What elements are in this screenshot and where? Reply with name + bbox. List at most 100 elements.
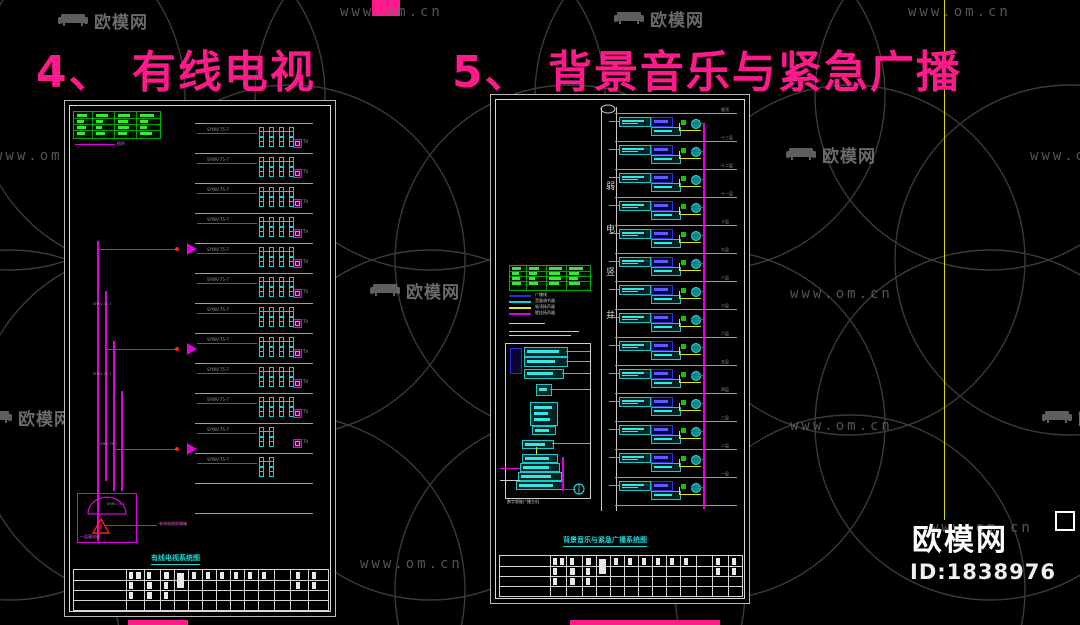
sofa-icon xyxy=(370,280,400,301)
branch-line xyxy=(197,163,257,164)
feeder-line xyxy=(105,349,177,350)
cable-label: SYWV-75-7 xyxy=(207,277,229,282)
cable-label: SYWV-75-7 xyxy=(207,337,229,342)
pink-bar-top-left xyxy=(372,0,400,16)
floor-label: 六层 xyxy=(721,331,729,336)
sofa-icon xyxy=(614,8,644,29)
drawing-caption: 有线电视系统图 xyxy=(151,553,200,565)
branch-line xyxy=(197,373,257,374)
square-marker-icon xyxy=(1055,511,1075,531)
floor-tag-label: TV xyxy=(303,409,309,414)
floor-label: 四层 xyxy=(721,387,729,392)
brand-logo-text: 欧模网 xyxy=(912,523,1008,558)
branch-line xyxy=(197,133,257,134)
sofa-icon xyxy=(1042,407,1072,428)
splitter-symbol xyxy=(187,243,197,255)
feeder-line xyxy=(97,249,177,250)
watermark-brand: 欧模网 xyxy=(786,142,876,167)
watermark-url: www.om.cn xyxy=(790,418,893,434)
branch-line xyxy=(197,313,257,314)
pink-bar-bottom-right xyxy=(570,620,720,625)
watermark-url: www.om.cn xyxy=(340,4,443,20)
cable-tv-sheet: TV TV TV TV TV TV TV TV TV TV TV xyxy=(64,100,336,617)
riser-trunk-branch xyxy=(105,291,107,481)
watermark-brand-text: 欧模网 xyxy=(18,410,72,430)
floor-tag-label: TV xyxy=(303,139,309,144)
watermark-url: www.om.cn xyxy=(790,286,893,302)
cable-label: SYWV-75-7 xyxy=(207,307,229,312)
branch-line xyxy=(197,343,257,344)
watermark-brand-text: 欧模网 xyxy=(1078,405,1080,430)
sofa-icon xyxy=(0,407,12,428)
watermark-brand: 欧模网 xyxy=(1042,405,1080,430)
cable-label: SYWV-75-7 xyxy=(207,367,229,372)
sofa-icon xyxy=(786,144,816,165)
floor-tag-label: TV xyxy=(303,379,309,384)
branch-line xyxy=(197,403,257,404)
branch-line xyxy=(197,283,257,284)
legend-table xyxy=(509,265,591,291)
head-end-label: 有线电视前端箱 xyxy=(159,521,187,526)
floor-tag-label: TV xyxy=(303,259,309,264)
legend-arrow-line xyxy=(75,144,115,145)
floor-label: 九层 xyxy=(721,247,729,252)
junction-dot xyxy=(175,447,179,451)
cable-label: SYWV-75-7 xyxy=(207,157,229,162)
junction-dot xyxy=(175,247,179,251)
floor-label: 一层 xyxy=(721,471,729,476)
cable-label: SYWV-75-7 xyxy=(207,127,229,132)
cable-label: SYWV-75-7 xyxy=(207,187,229,192)
junction-dot xyxy=(175,347,179,351)
broadcast-sheet: 弱电竖井 屋顶 十三层 十二层 十一层 十层 九层 八层 xyxy=(490,94,750,604)
shaft-label: 弱电竖井 xyxy=(604,181,614,353)
page-title-broadcast: 5、 背景音乐与紧急广播 xyxy=(452,47,962,98)
head-end-leader xyxy=(105,525,157,526)
cable-label: SYWV-75-7 xyxy=(207,247,229,252)
legend-note: 图例 xyxy=(117,141,125,146)
watermark-brand: 欧模网 xyxy=(0,405,72,430)
riser-trunk-branch xyxy=(121,391,123,491)
floor-label: 五层 xyxy=(721,359,729,364)
branch-line xyxy=(197,433,257,434)
legend-entry-label: 壁挂扬声器 xyxy=(535,310,555,315)
yellow-guide-line xyxy=(944,0,945,520)
branch-line xyxy=(197,223,257,224)
floor-label: 十三层 xyxy=(721,135,733,140)
watermark-brand: 欧模网 xyxy=(58,8,148,33)
head-end-box: 一层弱电间 xyxy=(77,493,137,543)
splitter-symbol xyxy=(187,343,197,355)
floor-label: 七层 xyxy=(721,303,729,308)
floor-label: 十一层 xyxy=(721,191,733,196)
cable-label: SYWV-75-7 xyxy=(207,427,229,432)
cable-label: SYWV-75-7 xyxy=(92,301,112,306)
legend-table xyxy=(73,111,161,139)
watermark-url: www.om.cn xyxy=(1030,148,1080,164)
page-title-cable-tv: 4、 有线电视 xyxy=(36,47,316,98)
branch-line xyxy=(197,253,257,254)
splitter-symbol xyxy=(187,443,197,455)
floor-label: 二层 xyxy=(721,443,729,448)
branch-line xyxy=(197,193,257,194)
floor-label: 八层 xyxy=(721,275,729,280)
cable-label: SYWV-75-7 xyxy=(98,441,118,446)
sheet-border-inner xyxy=(69,105,331,612)
head-end-note: 一层弱电间 xyxy=(80,534,100,539)
pink-bar-bottom-left xyxy=(128,620,188,625)
riser-trunk-to-head xyxy=(97,489,99,541)
watermark-url: www.om.cn xyxy=(930,520,1033,536)
sofa-icon xyxy=(58,10,88,31)
cable-label: SYWV-75-7 xyxy=(207,457,229,462)
legend-entry-label: 音量调节器 xyxy=(535,298,555,303)
drawing-caption: 背景音乐与紧急广播系统图 xyxy=(563,535,647,547)
floor-label: 三层 xyxy=(721,415,729,420)
watermark-brand: 欧模网 xyxy=(614,6,704,31)
watermark-brand-text: 欧模网 xyxy=(822,147,876,167)
legend-entry-label: 吸顶扬声器 xyxy=(535,304,555,309)
model-id-label: ID:1838976 xyxy=(910,560,1056,584)
broadcast-riser xyxy=(703,123,705,509)
watermark-brand-text: 欧模网 xyxy=(406,283,460,303)
cable-label: SYWV-75-7 xyxy=(92,371,112,376)
drawing-title-block xyxy=(499,555,743,597)
equipment-rack xyxy=(500,343,591,499)
